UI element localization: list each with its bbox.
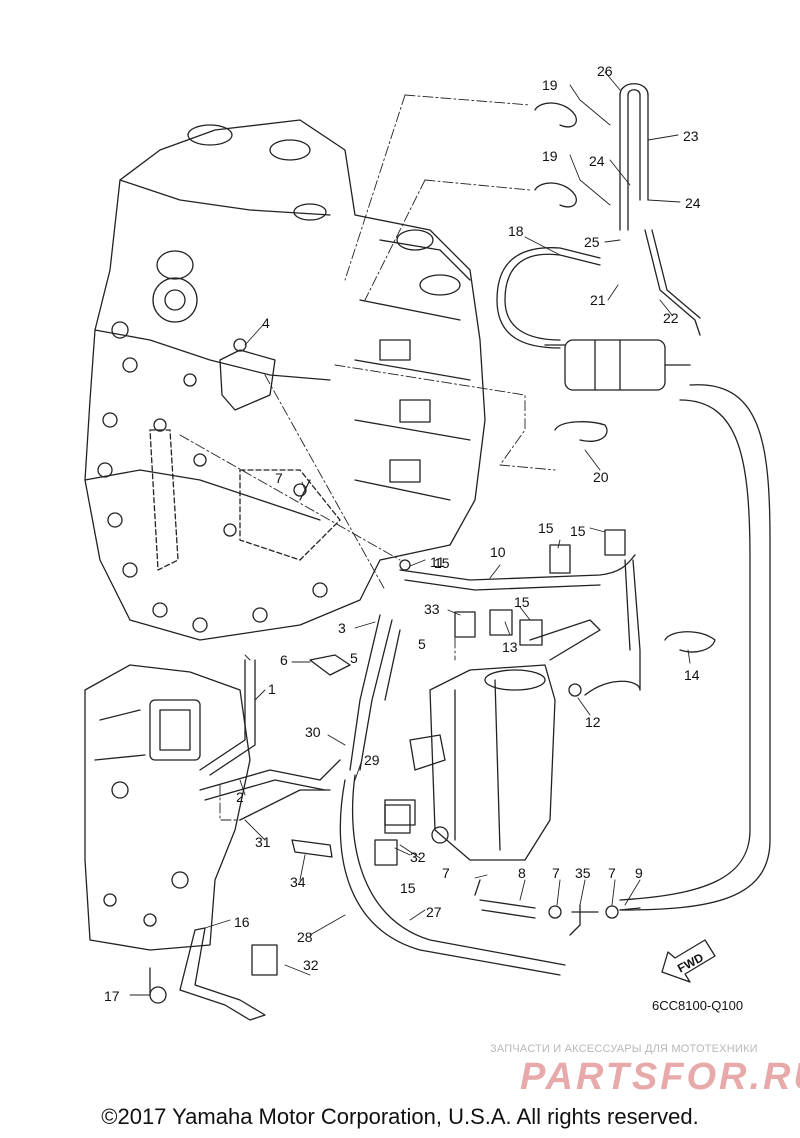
callout-label: 15 xyxy=(570,523,586,539)
callout-label: 2 xyxy=(236,789,244,805)
callout-label: 31 xyxy=(255,834,271,850)
callout-label: 20 xyxy=(593,469,609,485)
lower-engine-block xyxy=(84,664,251,951)
callout-label: 32 xyxy=(303,957,319,973)
fwd-label: FWD xyxy=(675,950,706,975)
callout-label: 28 xyxy=(297,929,313,945)
callout-label: 17 xyxy=(104,988,120,1004)
callout-label: 35 xyxy=(575,865,591,881)
callout-label: 10 xyxy=(490,544,506,560)
callout-label: 14 xyxy=(684,667,700,683)
callout-label: 1 xyxy=(268,681,276,697)
drawing-code: 6CC8100-Q100 xyxy=(652,998,743,1013)
callout-label: 30 xyxy=(305,724,321,740)
watermark-brand: PARTSFOR.RU xyxy=(520,1056,800,1098)
leader-lines xyxy=(129,71,691,996)
callout-label: 9 xyxy=(635,865,643,881)
small-fittings xyxy=(233,338,641,936)
callout-label: 7 xyxy=(275,470,283,486)
engine-block xyxy=(84,119,486,641)
callout-label: 7 xyxy=(552,865,560,881)
callout-label: 21 xyxy=(590,292,606,308)
fuel-hoses xyxy=(339,384,771,976)
callout-label: 16 xyxy=(234,914,250,930)
parts-diagram: 1 2 3 4 5 5 6 7 7 7 7 8 9 10 11 12 13 14… xyxy=(84,63,771,1021)
callout-label: 24 xyxy=(589,153,605,169)
callout-label: 4 xyxy=(262,315,270,331)
short-hoses xyxy=(199,659,341,821)
copyright-footer: ©2017 Yamaha Motor Corporation, U.S.A. A… xyxy=(101,1104,699,1129)
callout-label: 12 xyxy=(585,714,601,730)
fwd-arrow xyxy=(661,939,716,983)
callout-label: 24 xyxy=(685,195,701,211)
callout-label: 19 xyxy=(542,148,558,164)
callout-label: 27 xyxy=(426,904,442,920)
callout-label: 25 xyxy=(584,234,600,250)
callout-label: 13 xyxy=(502,639,518,655)
callout-label: 15 xyxy=(514,594,530,610)
callout-label: 7 xyxy=(608,865,616,881)
callout-label: 23 xyxy=(683,128,699,144)
watermark-tagline: ЗАПЧАСТИ И АКСЕССУАРЫ ДЛЯ МОТОТЕХНИКИ xyxy=(490,1043,758,1055)
callout-label: 8 xyxy=(518,865,526,881)
vent-hoses xyxy=(496,83,701,349)
callout-label: 22 xyxy=(663,310,679,326)
callout-label: 19 xyxy=(542,77,558,93)
callout-label: 18 xyxy=(508,223,524,239)
callout-label: 7 xyxy=(442,865,450,881)
reference-lines xyxy=(179,94,556,821)
callout-label: 26 xyxy=(597,63,613,79)
callout-label: 5 xyxy=(350,650,358,666)
callout-label: 33 xyxy=(424,601,440,617)
fuel-filter xyxy=(544,339,691,391)
bracket xyxy=(149,927,266,1021)
callout-label: 11 xyxy=(430,554,445,570)
callout-label: 32 xyxy=(410,849,426,865)
callout-label: 15 xyxy=(434,555,450,571)
callout-label: 3 xyxy=(338,620,346,636)
callout-label: 6 xyxy=(280,652,288,668)
callout-label: 29 xyxy=(364,752,380,768)
callout-label: 15 xyxy=(538,520,554,536)
hose-clamps xyxy=(251,102,716,976)
callout-label: 34 xyxy=(290,874,306,890)
callout-label: 5 xyxy=(418,636,426,652)
callout-label: 15 xyxy=(400,880,416,896)
callout-numbers: 1 2 3 4 5 5 6 7 7 7 7 8 9 10 11 12 13 14… xyxy=(104,63,701,1004)
